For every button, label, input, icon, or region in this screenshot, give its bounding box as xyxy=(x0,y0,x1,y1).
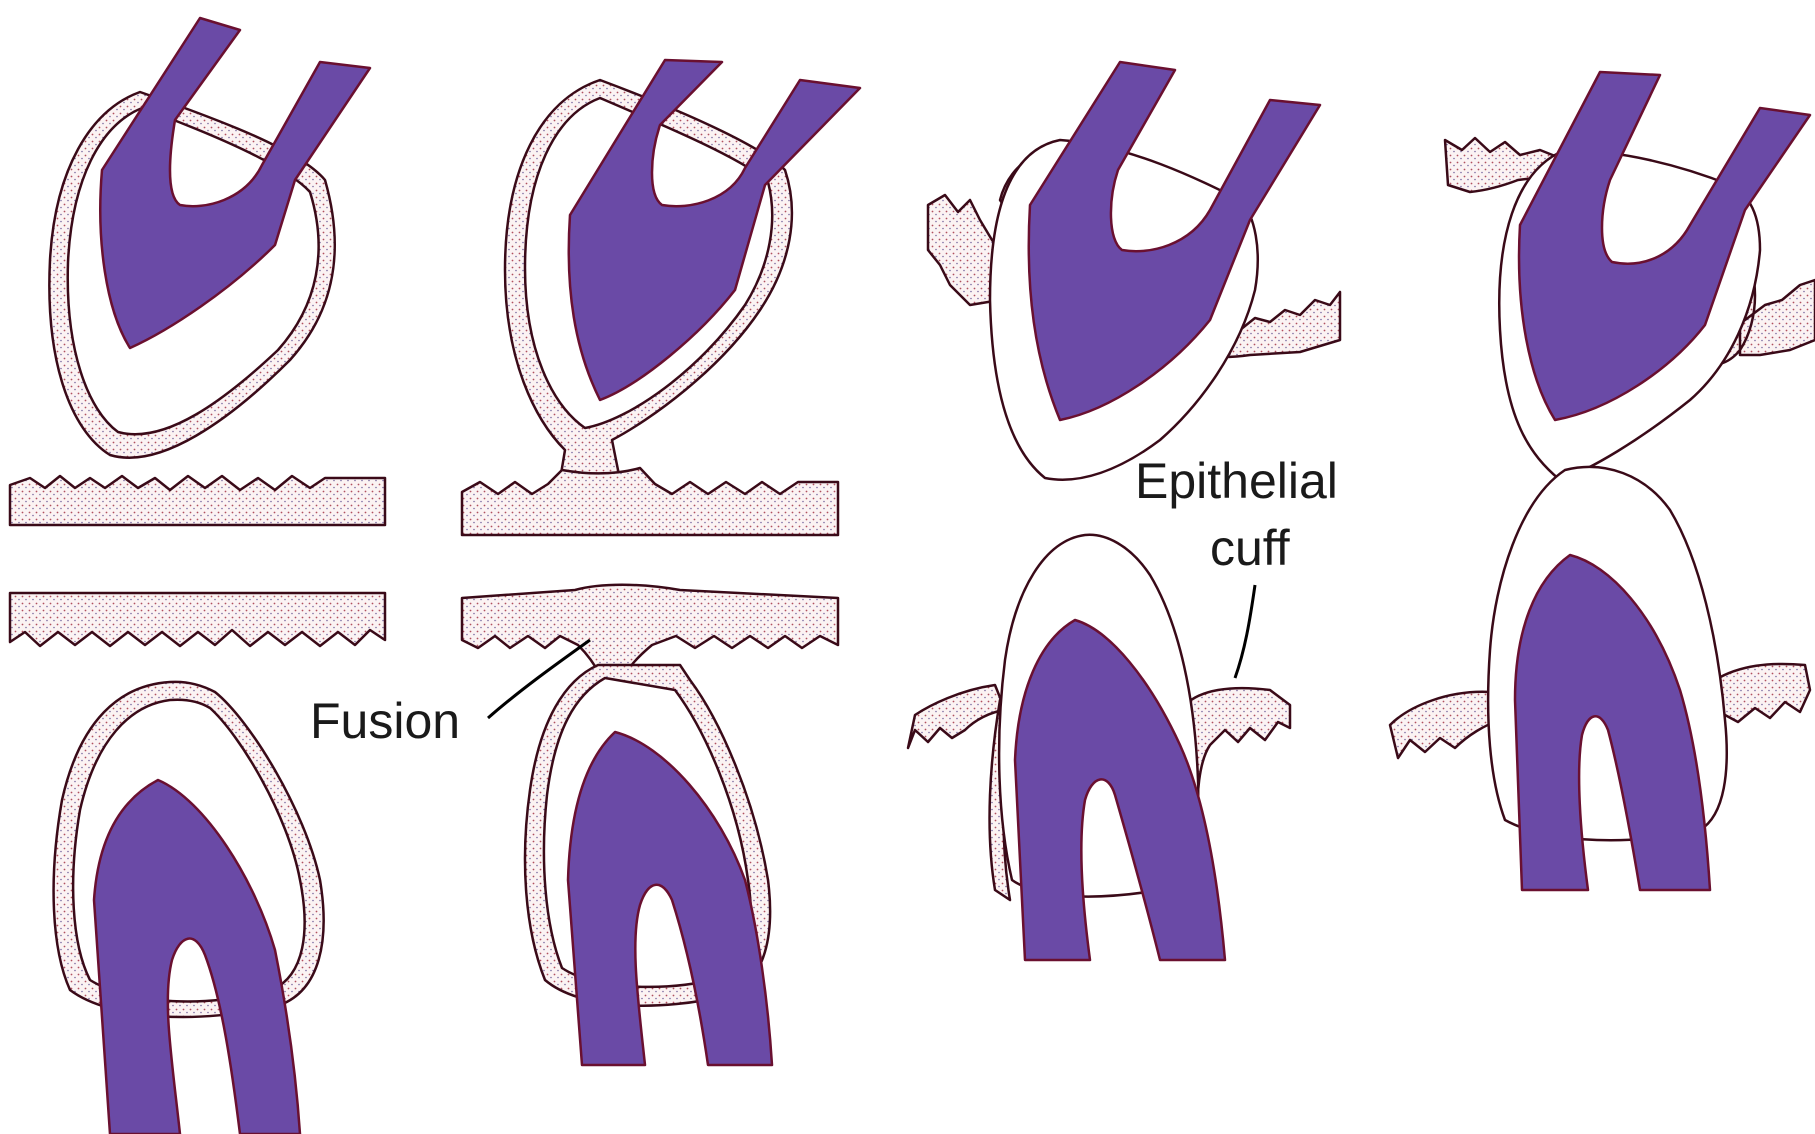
fused-lower-epithelium xyxy=(462,585,838,675)
stage-3: Epithelial cuff xyxy=(908,62,1340,960)
fused-upper-epithelium xyxy=(462,468,838,535)
stage-3-upper-tooth xyxy=(928,62,1340,480)
fusion-label: Fusion xyxy=(310,693,460,749)
stage-3-lower-tooth xyxy=(908,535,1290,960)
epithelial-cuff-label-line1: Epithelial xyxy=(1135,453,1338,509)
stage-1-lower-tooth xyxy=(54,682,324,1134)
lower-oral-epithelium xyxy=(10,593,385,646)
stage-4-upper-tooth xyxy=(1445,72,1815,480)
stage-1 xyxy=(10,18,385,1134)
upper-oral-epithelium xyxy=(10,476,385,525)
stage-2: Fusion xyxy=(310,60,860,1065)
epithelial-cuff-leader-line xyxy=(1235,585,1255,678)
left-gingival-flap xyxy=(1390,692,1500,758)
stage-4-lower-tooth xyxy=(1390,467,1810,890)
left-gingival-flap xyxy=(908,685,1005,748)
stage-2-upper-tooth xyxy=(505,60,860,480)
epithelial-cuff-label-line2: cuff xyxy=(1210,520,1290,576)
stage-4 xyxy=(1390,72,1815,890)
dentin-pulp xyxy=(1015,620,1225,960)
stage-2-lower-tooth xyxy=(525,665,772,1065)
stage-1-upper-tooth xyxy=(49,18,370,458)
